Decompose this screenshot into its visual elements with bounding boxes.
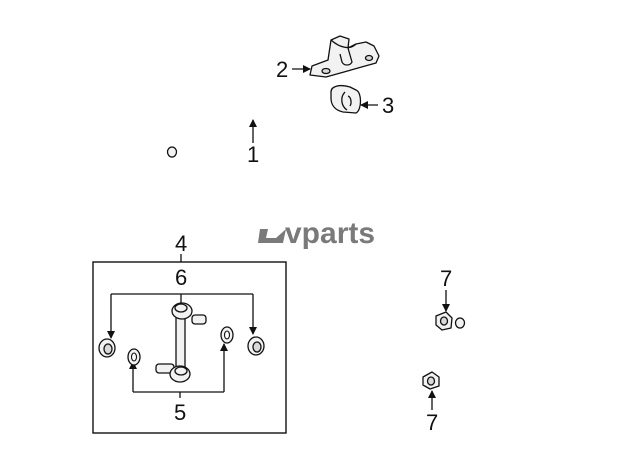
callout-7-lower: 7	[426, 410, 438, 435]
link-washer-right	[220, 326, 234, 344]
callout-1: 1	[247, 142, 259, 167]
stabilizer-link	[155, 302, 207, 383]
link-bushing-left	[98, 338, 116, 358]
callout-4: 4	[175, 231, 187, 256]
nut-lower	[422, 371, 440, 390]
callout-2: 2	[276, 57, 288, 82]
link-bushing-right	[247, 336, 265, 356]
nut-upper	[435, 311, 453, 331]
stabilizer-bracket	[309, 35, 380, 78]
callout-6: 6	[175, 265, 187, 290]
stabilizer-bar	[166, 109, 529, 329]
stabilizer-bushing	[330, 85, 362, 114]
callout-3: 3	[382, 93, 394, 118]
watermark: vparts	[258, 217, 375, 250]
callout-7-upper: 7	[440, 266, 452, 291]
link-kit-box	[92, 261, 287, 434]
callout-5: 5	[174, 400, 186, 425]
link-washer-left	[127, 348, 141, 366]
lv-logo-icon	[258, 228, 286, 243]
watermark-text: vparts	[285, 217, 375, 250]
